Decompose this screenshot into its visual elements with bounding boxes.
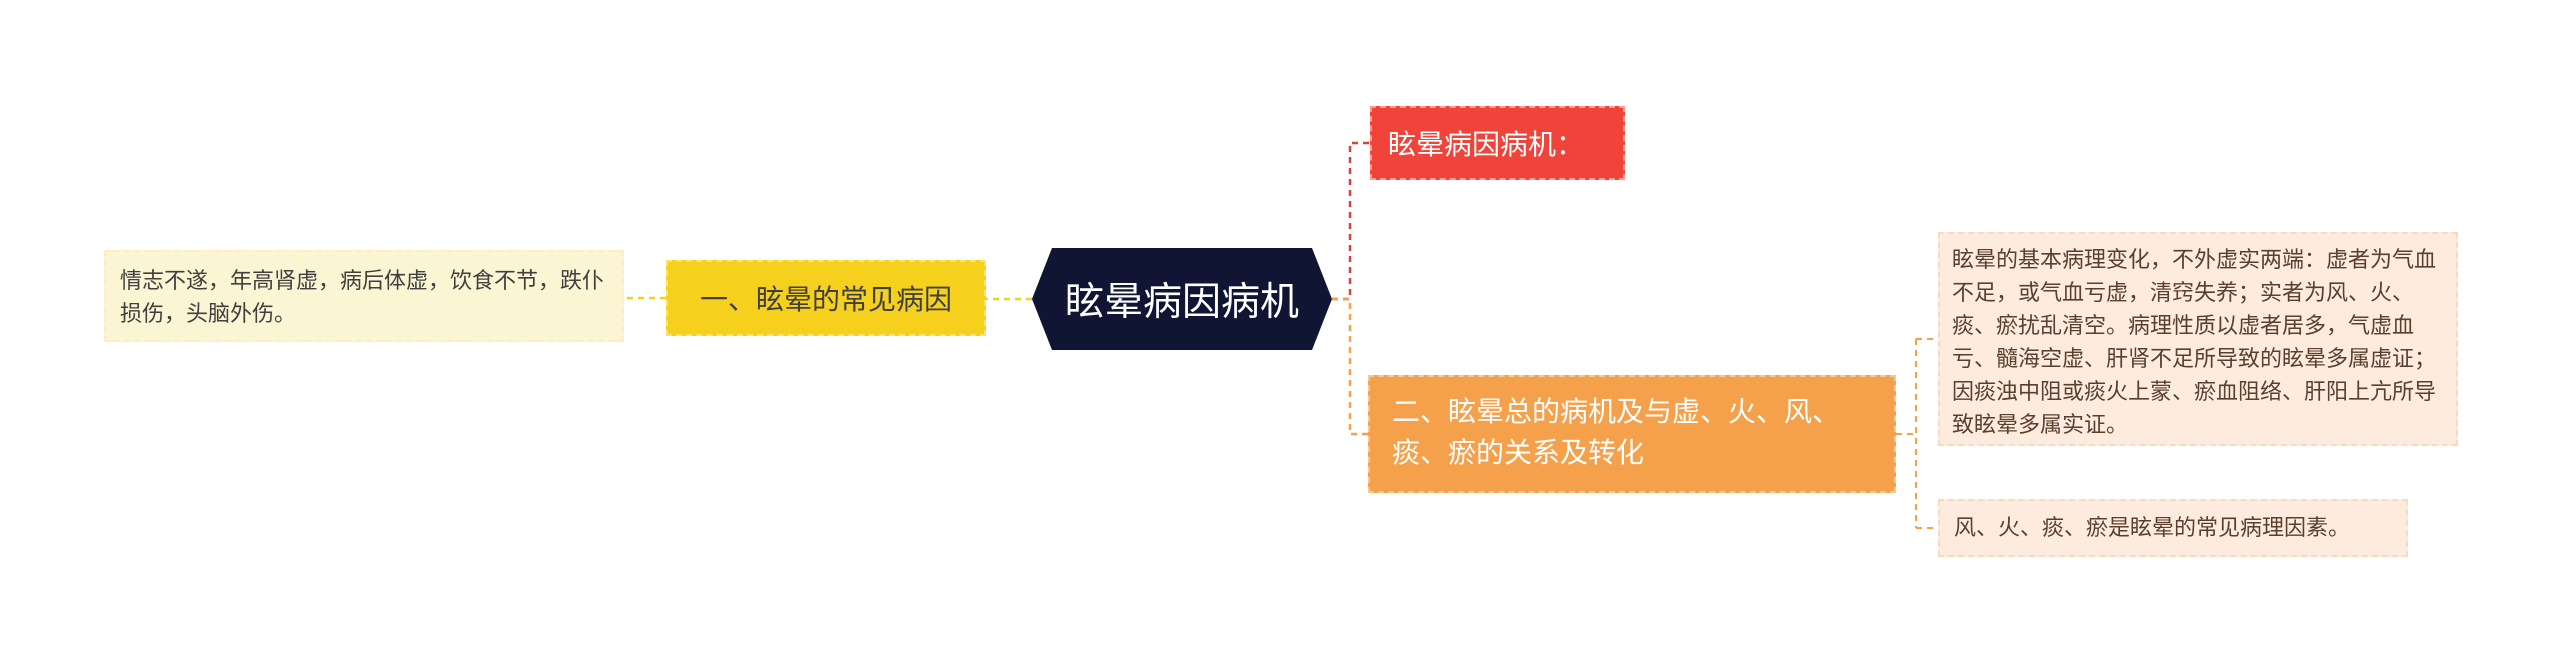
connector-relation-to-leaves — [1896, 338, 1938, 529]
leaf-pathogenic-factors[interactable]: 风、火、痰、瘀是眩晕的常见病理因素。 — [1938, 499, 2408, 557]
leaf-common-causes-detail[interactable]: 情志不遂，年高肾虚，病后体虚，饮食不节，跌仆损伤，头脑外伤。 — [104, 250, 624, 342]
connector-root-to-relation — [1332, 297, 1368, 436]
leaf-pathogenic-factors-text: 风、火、痰、瘀是眩晕的常见病理因素。 — [1954, 516, 2351, 541]
topic-pathogenesis-relation[interactable]: 二、眩晕总的病机及与虚、火、风、痰、瘀的关系及转化 — [1368, 375, 1896, 493]
leaf-pathology-detail[interactable]: 眩晕的基本病理变化，不外虚实两端：虚者为气血不足，或气血亏虚，清窍失养；实者为风… — [1938, 232, 2458, 446]
root-topic-label: 眩晕病因病机 — [1064, 280, 1299, 325]
topic-common-causes-label: 一、眩晕的常见病因 — [699, 283, 952, 316]
leaf-pathology-detail-text: 眩晕的基本病理变化，不外虚实两端：虚者为气血不足，或气血亏虚，清窍失养；实者为风… — [1952, 248, 2437, 438]
root-topic[interactable]: 眩晕病因病机 — [1032, 248, 1332, 350]
connector-root-to-header — [1332, 141, 1370, 301]
topic-common-causes[interactable]: 一、眩晕的常见病因 — [666, 260, 986, 336]
leaf-common-causes-detail-text: 情志不遂，年高肾虚，病后体虚，饮食不节，跌仆损伤，头脑外伤。 — [120, 269, 605, 327]
topic-pathogenesis-relation-label: 二、眩晕总的病机及与虚、火、风、痰、瘀的关系及转化 — [1392, 395, 1841, 469]
topic-pathogenesis-header[interactable]: 眩晕病因病机： — [1370, 106, 1625, 180]
topic-pathogenesis-header-label: 眩晕病因病机： — [1388, 128, 1585, 161]
